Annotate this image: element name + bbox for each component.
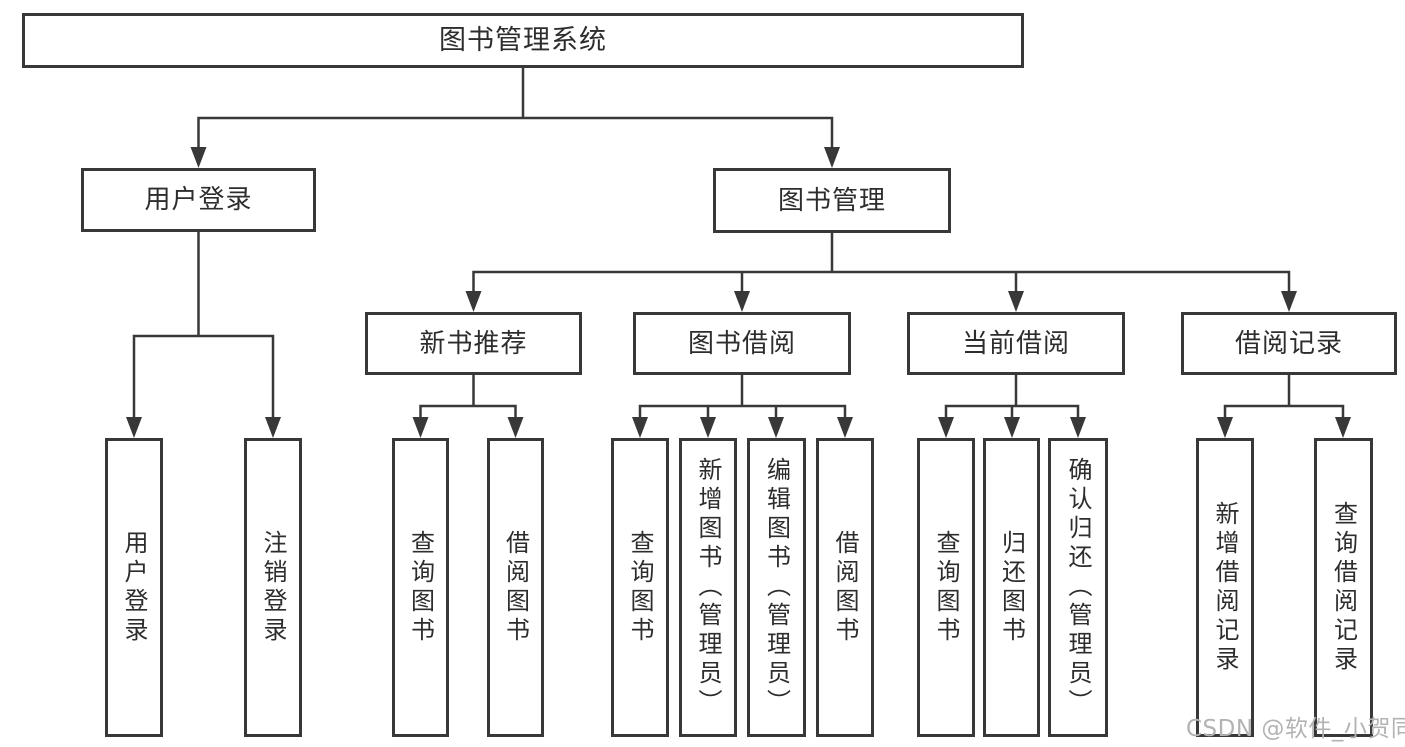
node-user-login: 用户登录 — [81, 168, 316, 232]
leaf-add-book-admin: 新增图书（管理员） — [679, 438, 737, 737]
leaf-query-borrow-record: 查询借阅记录 — [1314, 438, 1373, 737]
arrowheads — [126, 147, 1351, 438]
leaf-query-books-current: 查询图书 — [917, 438, 975, 737]
node-current-borrow: 当前借阅 — [907, 312, 1125, 375]
node-book-management: 图书管理 — [713, 168, 951, 233]
leaf-query-books-recommend: 查询图书 — [392, 438, 449, 737]
leaf-add-borrow-record: 新增借阅记录 — [1196, 438, 1254, 737]
watermark: CSDN @软件_小贺同学 — [1186, 716, 1405, 742]
leaf-edit-book-admin: 编辑图书（管理员） — [747, 438, 806, 737]
leaf-return-book: 归还图书 — [983, 438, 1040, 737]
node-book-borrow: 图书借阅 — [633, 312, 851, 375]
node-borrow-records: 借阅记录 — [1181, 312, 1397, 375]
leaf-borrow-books: 借阅图书 — [816, 438, 874, 737]
leaf-confirm-return-admin: 确认归还（管理员） — [1048, 438, 1108, 737]
node-library-management-system: 图书管理系统 — [22, 13, 1024, 68]
leaf-user-login: 用户登录 — [105, 438, 163, 737]
leaf-query-books-borrow: 查询图书 — [611, 438, 669, 737]
node-new-book-recommend: 新书推荐 — [365, 312, 582, 375]
leaf-logout: 注销登录 — [244, 438, 302, 737]
leaf-borrow-books-recommend: 借阅图书 — [487, 438, 544, 737]
